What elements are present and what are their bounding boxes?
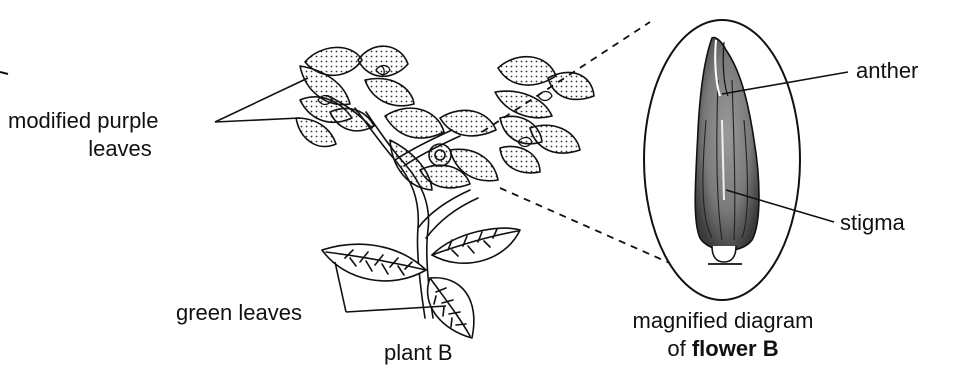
label-magnified-diagram: magnified diagram — [608, 308, 838, 334]
label-modified-purple-leaves-line2: leaves — [70, 136, 170, 162]
bract-cluster-center — [385, 108, 498, 190]
label-plant-b: plant B — [384, 340, 453, 366]
label-flower-b: flower B — [692, 336, 779, 361]
label-stigma: stigma — [840, 210, 905, 236]
label-anther: anther — [856, 58, 918, 84]
bract-cluster-left — [296, 46, 414, 146]
label-modified-purple-leaves-line1: modified purple — [8, 108, 158, 134]
label-of-flower-b: of flower B — [608, 336, 838, 362]
green-leaf-bottom — [428, 278, 474, 338]
magnified-flower — [644, 20, 800, 300]
edge-mark — [0, 72, 8, 74]
label-green-leaves: green leaves — [176, 300, 302, 326]
pointer-modified-upper — [215, 78, 308, 122]
pointer-modified-lower — [215, 118, 300, 122]
green-leaf-right — [432, 228, 520, 263]
plant-b — [296, 46, 594, 338]
label-of: of — [667, 336, 691, 361]
